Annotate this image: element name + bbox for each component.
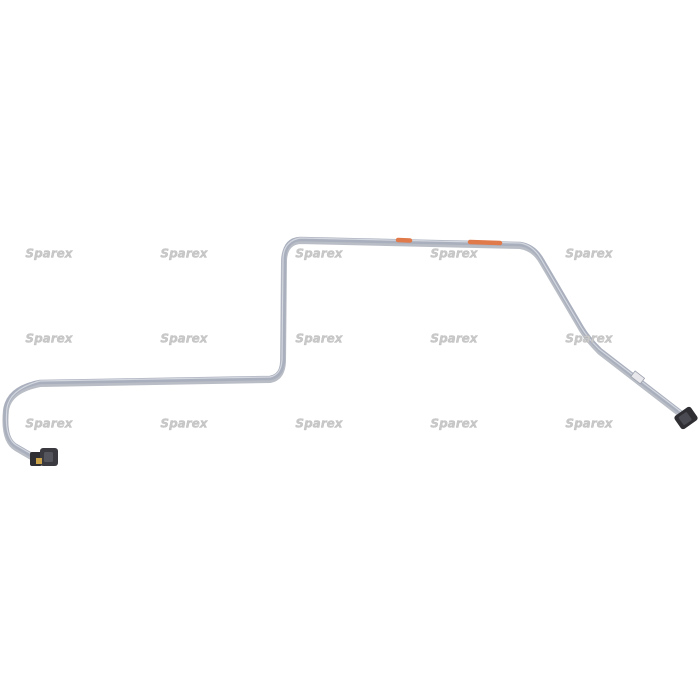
pipe-body	[3, 236, 691, 463]
right-fitting	[674, 406, 698, 430]
pipe-label-band	[630, 370, 646, 385]
pipe-highlight	[5, 237, 689, 460]
pipe-marking	[467, 239, 503, 246]
left-fitting	[30, 448, 58, 466]
pipe-shadow	[2, 238, 691, 465]
pipe-marking	[395, 237, 413, 243]
